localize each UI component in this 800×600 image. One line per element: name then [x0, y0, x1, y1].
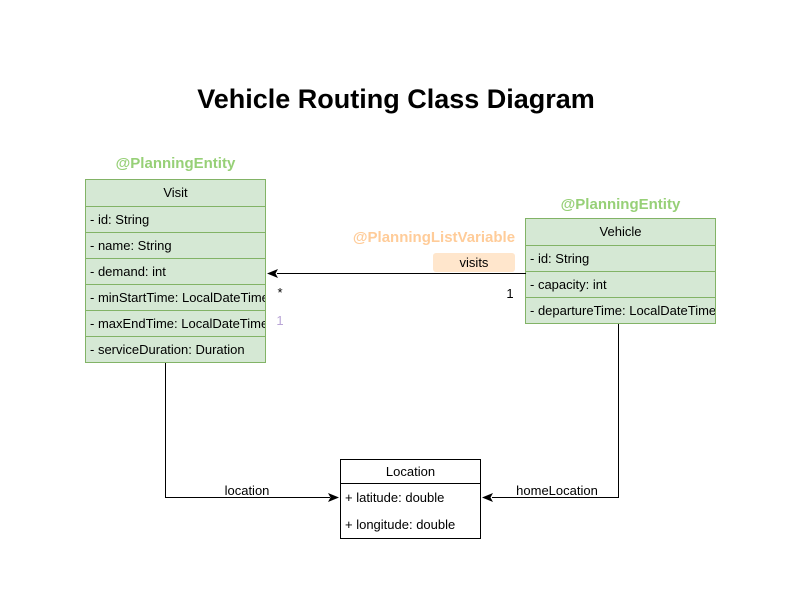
class-location-title: Location — [341, 460, 480, 484]
class-vehicle-attribute: - id: String — [526, 246, 715, 272]
edge-label-visits: visits — [433, 253, 515, 272]
class-location-attribute: + latitude: double — [345, 490, 445, 505]
diagram-title: Vehicle Routing Class Diagram — [197, 84, 595, 114]
class-visit-attribute: - serviceDuration: Duration — [90, 342, 245, 357]
class-location: Location + latitude: double + longitude:… — [340, 459, 481, 539]
class-visit-attribute: - minStartTime: LocalDateTime — [86, 285, 265, 311]
multiplicity-vehicle-end: 1 — [506, 286, 514, 301]
edge-visits-arrowhead — [267, 269, 278, 278]
edge-home-location-line — [492, 324, 619, 498]
class-vehicle-attribute: - departureTime: LocalDateTime — [530, 303, 715, 318]
annotation-planning-entity-visit: @PlanningEntity — [115, 155, 236, 172]
class-vehicle-attribute: - capacity: int — [526, 272, 715, 298]
multiplicity-ghost: 1 — [276, 313, 284, 328]
edge-location-arrowhead — [328, 493, 339, 502]
annotation-planning-entity-vehicle: @PlanningEntity — [560, 196, 681, 213]
multiplicity-visit-end: * — [277, 285, 283, 300]
class-location-attribute: + longitude: double — [345, 517, 456, 532]
class-visit-attribute: - demand: int — [86, 259, 265, 285]
class-visit-title: Visit — [86, 180, 265, 207]
edge-home-location-arrowhead — [482, 493, 493, 502]
edge-label-location: location — [224, 483, 270, 498]
class-visit-attribute: - maxEndTime: LocalDateTime — [86, 311, 265, 337]
class-visit: Visit - id: String - name: String - dema… — [85, 179, 266, 363]
edge-location-line — [165, 363, 330, 498]
class-visit-attribute: - name: String — [86, 233, 265, 259]
edge-label-home-location: homeLocation — [516, 483, 598, 498]
class-vehicle-title: Vehicle — [526, 219, 715, 246]
annotation-planning-list-variable: @PlanningListVariable — [352, 229, 516, 246]
class-vehicle: Vehicle - id: String - capacity: int - d… — [525, 218, 716, 324]
class-visit-attribute: - id: String — [86, 207, 265, 233]
